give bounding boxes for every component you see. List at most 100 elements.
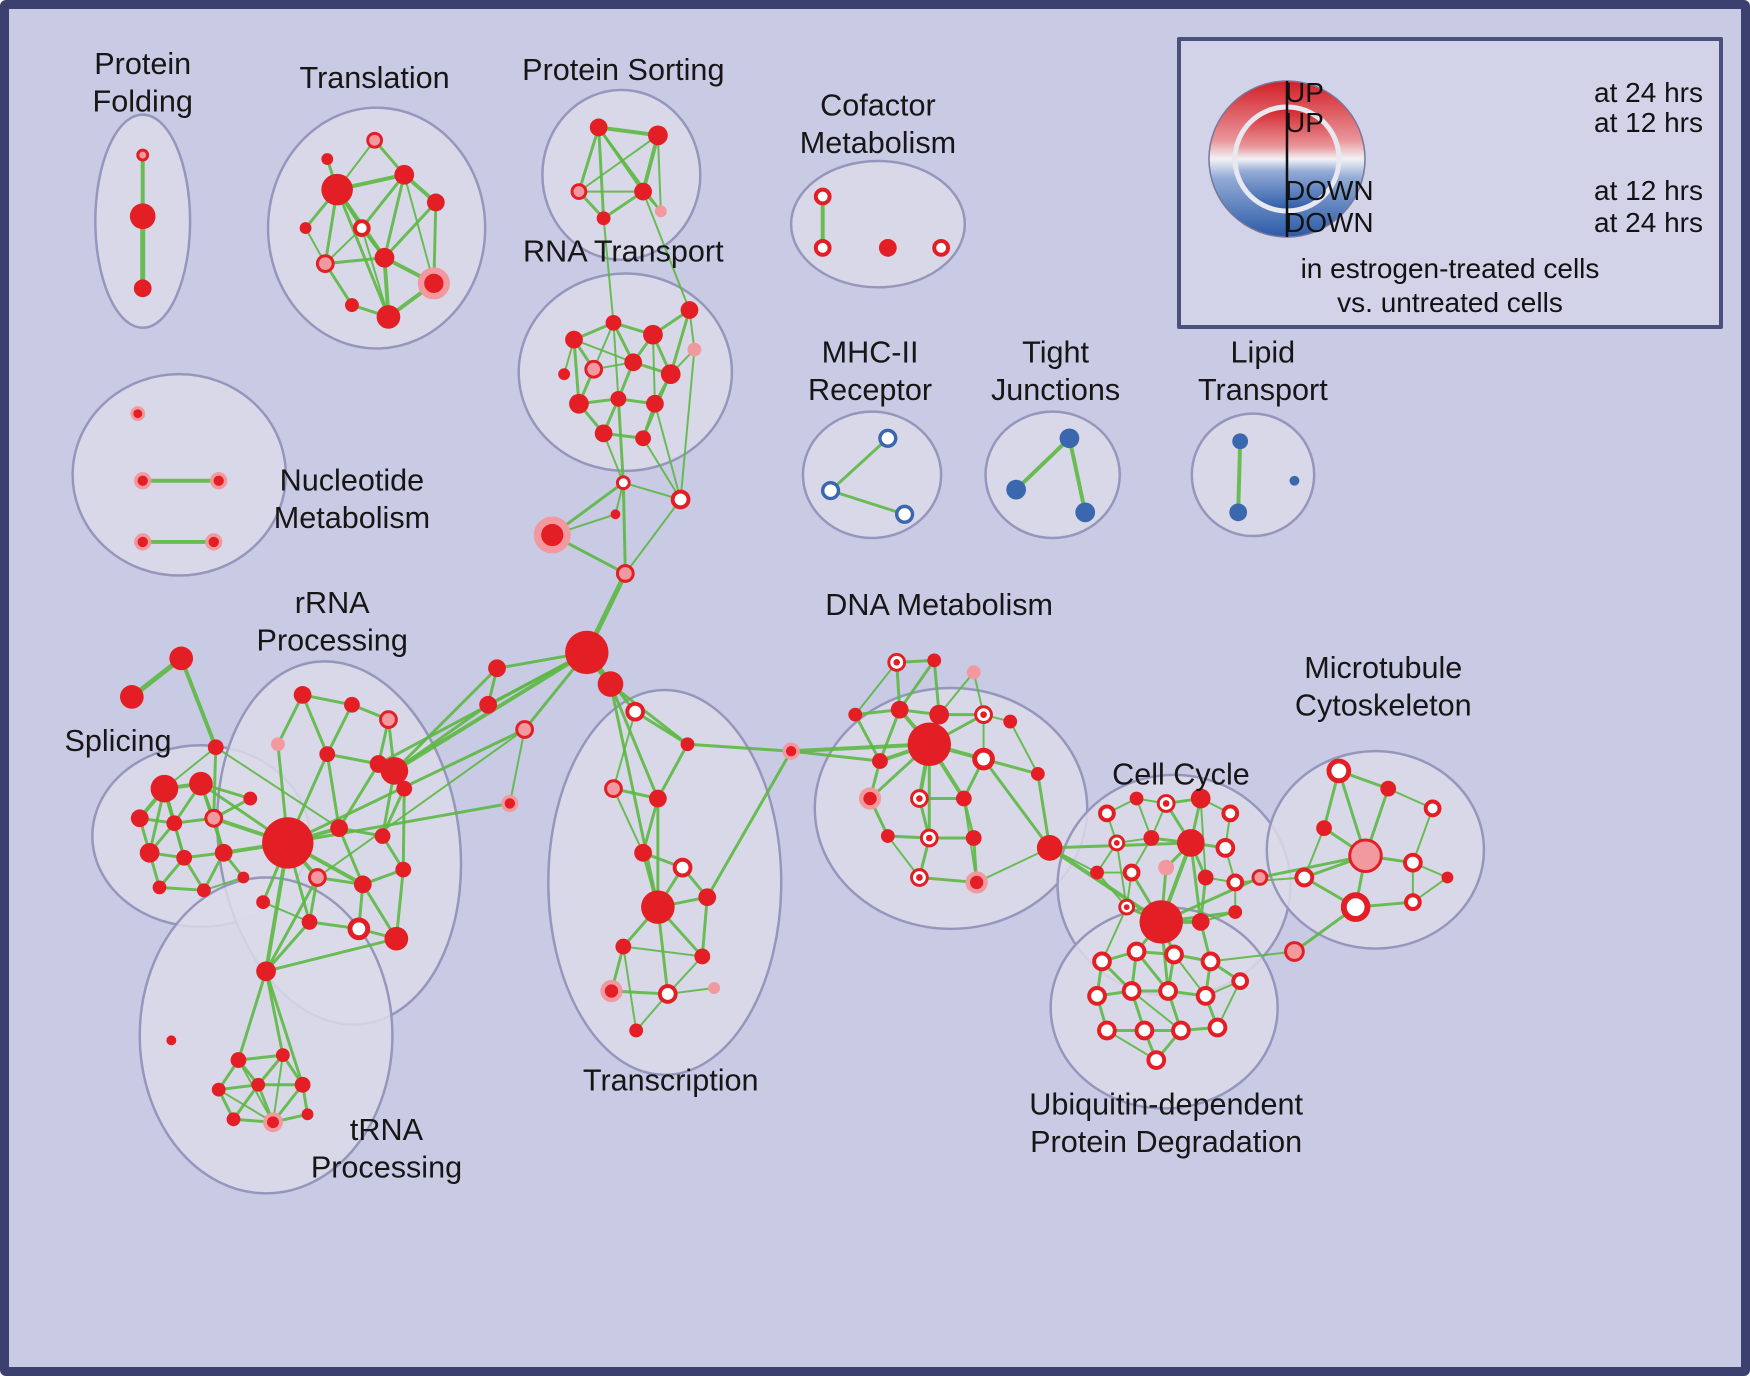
network-node bbox=[594, 424, 613, 443]
network-node bbox=[1134, 1020, 1155, 1041]
network-node bbox=[1092, 951, 1112, 972]
network-edge bbox=[789, 742, 932, 754]
network-node bbox=[932, 238, 951, 257]
network-node bbox=[955, 790, 972, 807]
legend: UP at 24 hrs UP at 12 hrs DOWN at 12 hrs… bbox=[1177, 37, 1723, 329]
network-edge bbox=[982, 757, 1052, 850]
network-edge bbox=[158, 885, 206, 892]
network-node bbox=[565, 330, 583, 349]
network-node bbox=[299, 222, 312, 235]
network-node bbox=[1251, 869, 1269, 886]
network-node bbox=[515, 720, 535, 739]
network-node bbox=[672, 857, 693, 878]
network-edge bbox=[323, 256, 386, 266]
network-node bbox=[533, 516, 571, 554]
network-node bbox=[376, 305, 401, 329]
network-node bbox=[1340, 892, 1371, 922]
network-node bbox=[133, 279, 152, 298]
network-node bbox=[308, 868, 327, 887]
network-node bbox=[251, 1077, 266, 1092]
network-node bbox=[210, 472, 228, 490]
cluster-label-cell-cycle: Cell Cycle bbox=[1112, 758, 1250, 792]
network-edge bbox=[392, 703, 490, 773]
network-edge bbox=[337, 762, 381, 830]
cluster-ellipse-rna-transport bbox=[517, 272, 734, 473]
network-node bbox=[1231, 972, 1250, 990]
cluster-label-protein-sorting: Protein Sorting bbox=[522, 53, 724, 87]
network-edge bbox=[337, 826, 365, 886]
network-node bbox=[878, 238, 897, 257]
network-node bbox=[615, 564, 635, 583]
network-node bbox=[319, 746, 336, 763]
legend-time-label: at 12 hrs bbox=[1594, 107, 1703, 138]
network-node bbox=[610, 390, 627, 407]
network-node bbox=[271, 737, 285, 752]
network-edge bbox=[286, 801, 512, 845]
network-node bbox=[353, 875, 372, 894]
network-node bbox=[1316, 820, 1332, 837]
network-node bbox=[1289, 475, 1300, 486]
network-edge bbox=[622, 481, 682, 501]
network-node bbox=[344, 696, 360, 713]
network-node bbox=[610, 509, 621, 520]
network-node bbox=[558, 368, 571, 381]
network-edge bbox=[1130, 989, 1182, 1032]
network-edge bbox=[641, 797, 660, 855]
network-node bbox=[169, 646, 194, 671]
network-node-center-dot bbox=[893, 659, 901, 666]
network-node bbox=[1090, 865, 1104, 880]
network-node bbox=[301, 1108, 314, 1121]
network-node bbox=[1215, 838, 1236, 858]
network-edge bbox=[508, 728, 526, 805]
network-node bbox=[301, 914, 318, 930]
network-node bbox=[189, 771, 213, 796]
network-node bbox=[972, 747, 995, 771]
network-node bbox=[1441, 871, 1454, 884]
network-node bbox=[384, 926, 409, 951]
legend-dir-label: DOWN bbox=[1285, 175, 1374, 206]
network-node bbox=[641, 890, 675, 924]
network-node bbox=[256, 895, 271, 910]
network-node bbox=[1423, 799, 1442, 818]
legend-dir-label: DOWN bbox=[1285, 207, 1374, 238]
network-node bbox=[315, 254, 335, 274]
network-node bbox=[1121, 981, 1142, 1001]
network-edge bbox=[656, 134, 662, 213]
network-node bbox=[488, 659, 506, 678]
network-node bbox=[813, 238, 832, 257]
network-node bbox=[275, 1048, 290, 1063]
network-node bbox=[848, 707, 863, 722]
network-node bbox=[698, 888, 717, 907]
network-node bbox=[634, 182, 652, 201]
network-node bbox=[966, 665, 981, 680]
network-node-center-dot bbox=[916, 874, 923, 881]
network-edge bbox=[335, 188, 390, 319]
network-node bbox=[1059, 428, 1080, 449]
network-edge bbox=[1234, 876, 1306, 884]
network-node bbox=[596, 211, 611, 226]
network-node bbox=[374, 828, 391, 844]
network-edge bbox=[383, 173, 406, 260]
network-node bbox=[813, 187, 832, 206]
legend-row-down-24: DOWN at 24 hrs bbox=[1285, 207, 1703, 239]
legend-caption-line2: vs. untreated cells bbox=[1337, 287, 1563, 318]
cluster-ellipse-tight-junctions bbox=[984, 410, 1121, 540]
network-node bbox=[166, 815, 183, 832]
network-node bbox=[1195, 986, 1216, 1006]
network-edge bbox=[1209, 950, 1296, 963]
network-edge bbox=[653, 402, 682, 501]
network-edge bbox=[1258, 854, 1367, 879]
network-edge bbox=[577, 125, 601, 194]
network-edge bbox=[656, 742, 689, 801]
network-node bbox=[256, 961, 276, 982]
network-edge bbox=[264, 937, 398, 973]
network-node bbox=[820, 480, 841, 501]
cluster-label-dna-metabolism: DNA Metabolism bbox=[825, 588, 1053, 622]
network-node bbox=[1207, 1017, 1228, 1038]
network-node bbox=[1097, 1020, 1117, 1041]
